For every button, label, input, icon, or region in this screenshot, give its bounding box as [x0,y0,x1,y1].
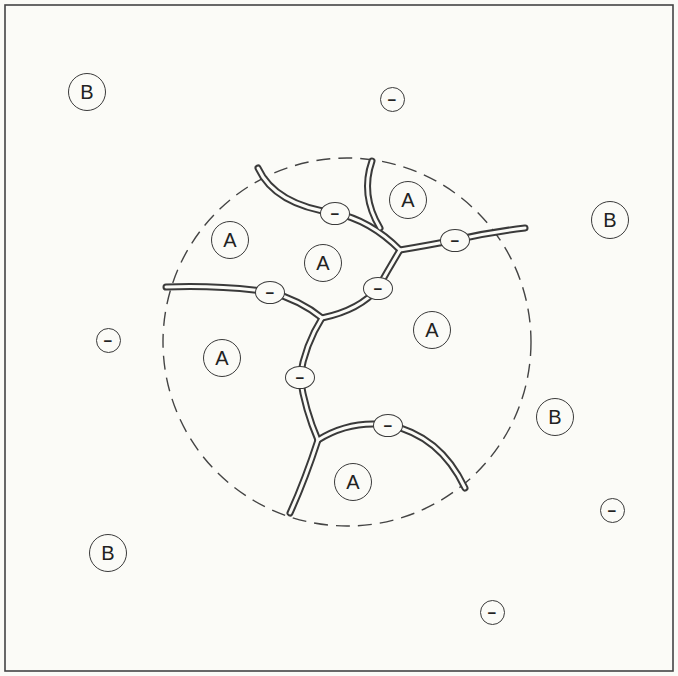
ion-circle: B [536,398,574,436]
charge-bead: − [373,414,403,437]
ion-label: A [346,472,359,492]
ion-label: − [384,418,393,433]
ion-label: A [215,348,228,368]
membrane-wall [258,168,400,250]
ion-circle: A [413,311,451,349]
membrane-wall [290,440,318,513]
ion-label: B [101,543,114,563]
dashed-boundary [163,158,531,526]
wall-inner [166,161,525,513]
ion-circle: A [389,181,427,219]
ion-label: A [425,320,438,340]
charge-bead: − [285,366,315,389]
ion-label: B [603,210,616,230]
ion-label: − [608,503,617,518]
ion-label: − [374,281,383,296]
frame [5,5,673,671]
ion-circle: A [211,221,249,259]
ion-label: − [451,233,460,248]
ion-label: A [401,190,414,210]
ion-circle: A [203,339,241,377]
ion-label: A [316,253,329,273]
ion-label: − [266,285,275,300]
ion-circle: − [96,328,121,353]
ion-circle: A [304,244,342,282]
ion-circle: − [480,600,505,625]
membrane-wall [290,440,318,513]
ion-circle: − [380,87,405,112]
ion-circle: B [89,534,127,572]
membrane-wall [368,161,381,228]
charge-bead: − [320,202,350,225]
ion-label: − [296,370,305,385]
membrane-wall [166,287,322,318]
membrane-wall [166,287,322,318]
ion-label: − [488,605,497,620]
charge-bead: − [255,281,285,304]
wall-outer [166,161,525,513]
ion-label: − [104,333,113,348]
ion-circle: A [334,463,372,501]
membrane-wall [258,168,400,250]
ion-label: A [223,230,236,250]
ion-circle: B [591,201,629,239]
ion-circle: B [68,73,106,111]
ion-circle: − [600,498,625,523]
membrane-wall [368,161,381,228]
ion-label: − [331,206,340,221]
charge-bead: − [440,229,470,252]
ion-label: B [80,82,93,102]
ion-label: B [548,407,561,427]
ion-label: − [388,92,397,107]
charge-bead: − [363,277,393,300]
